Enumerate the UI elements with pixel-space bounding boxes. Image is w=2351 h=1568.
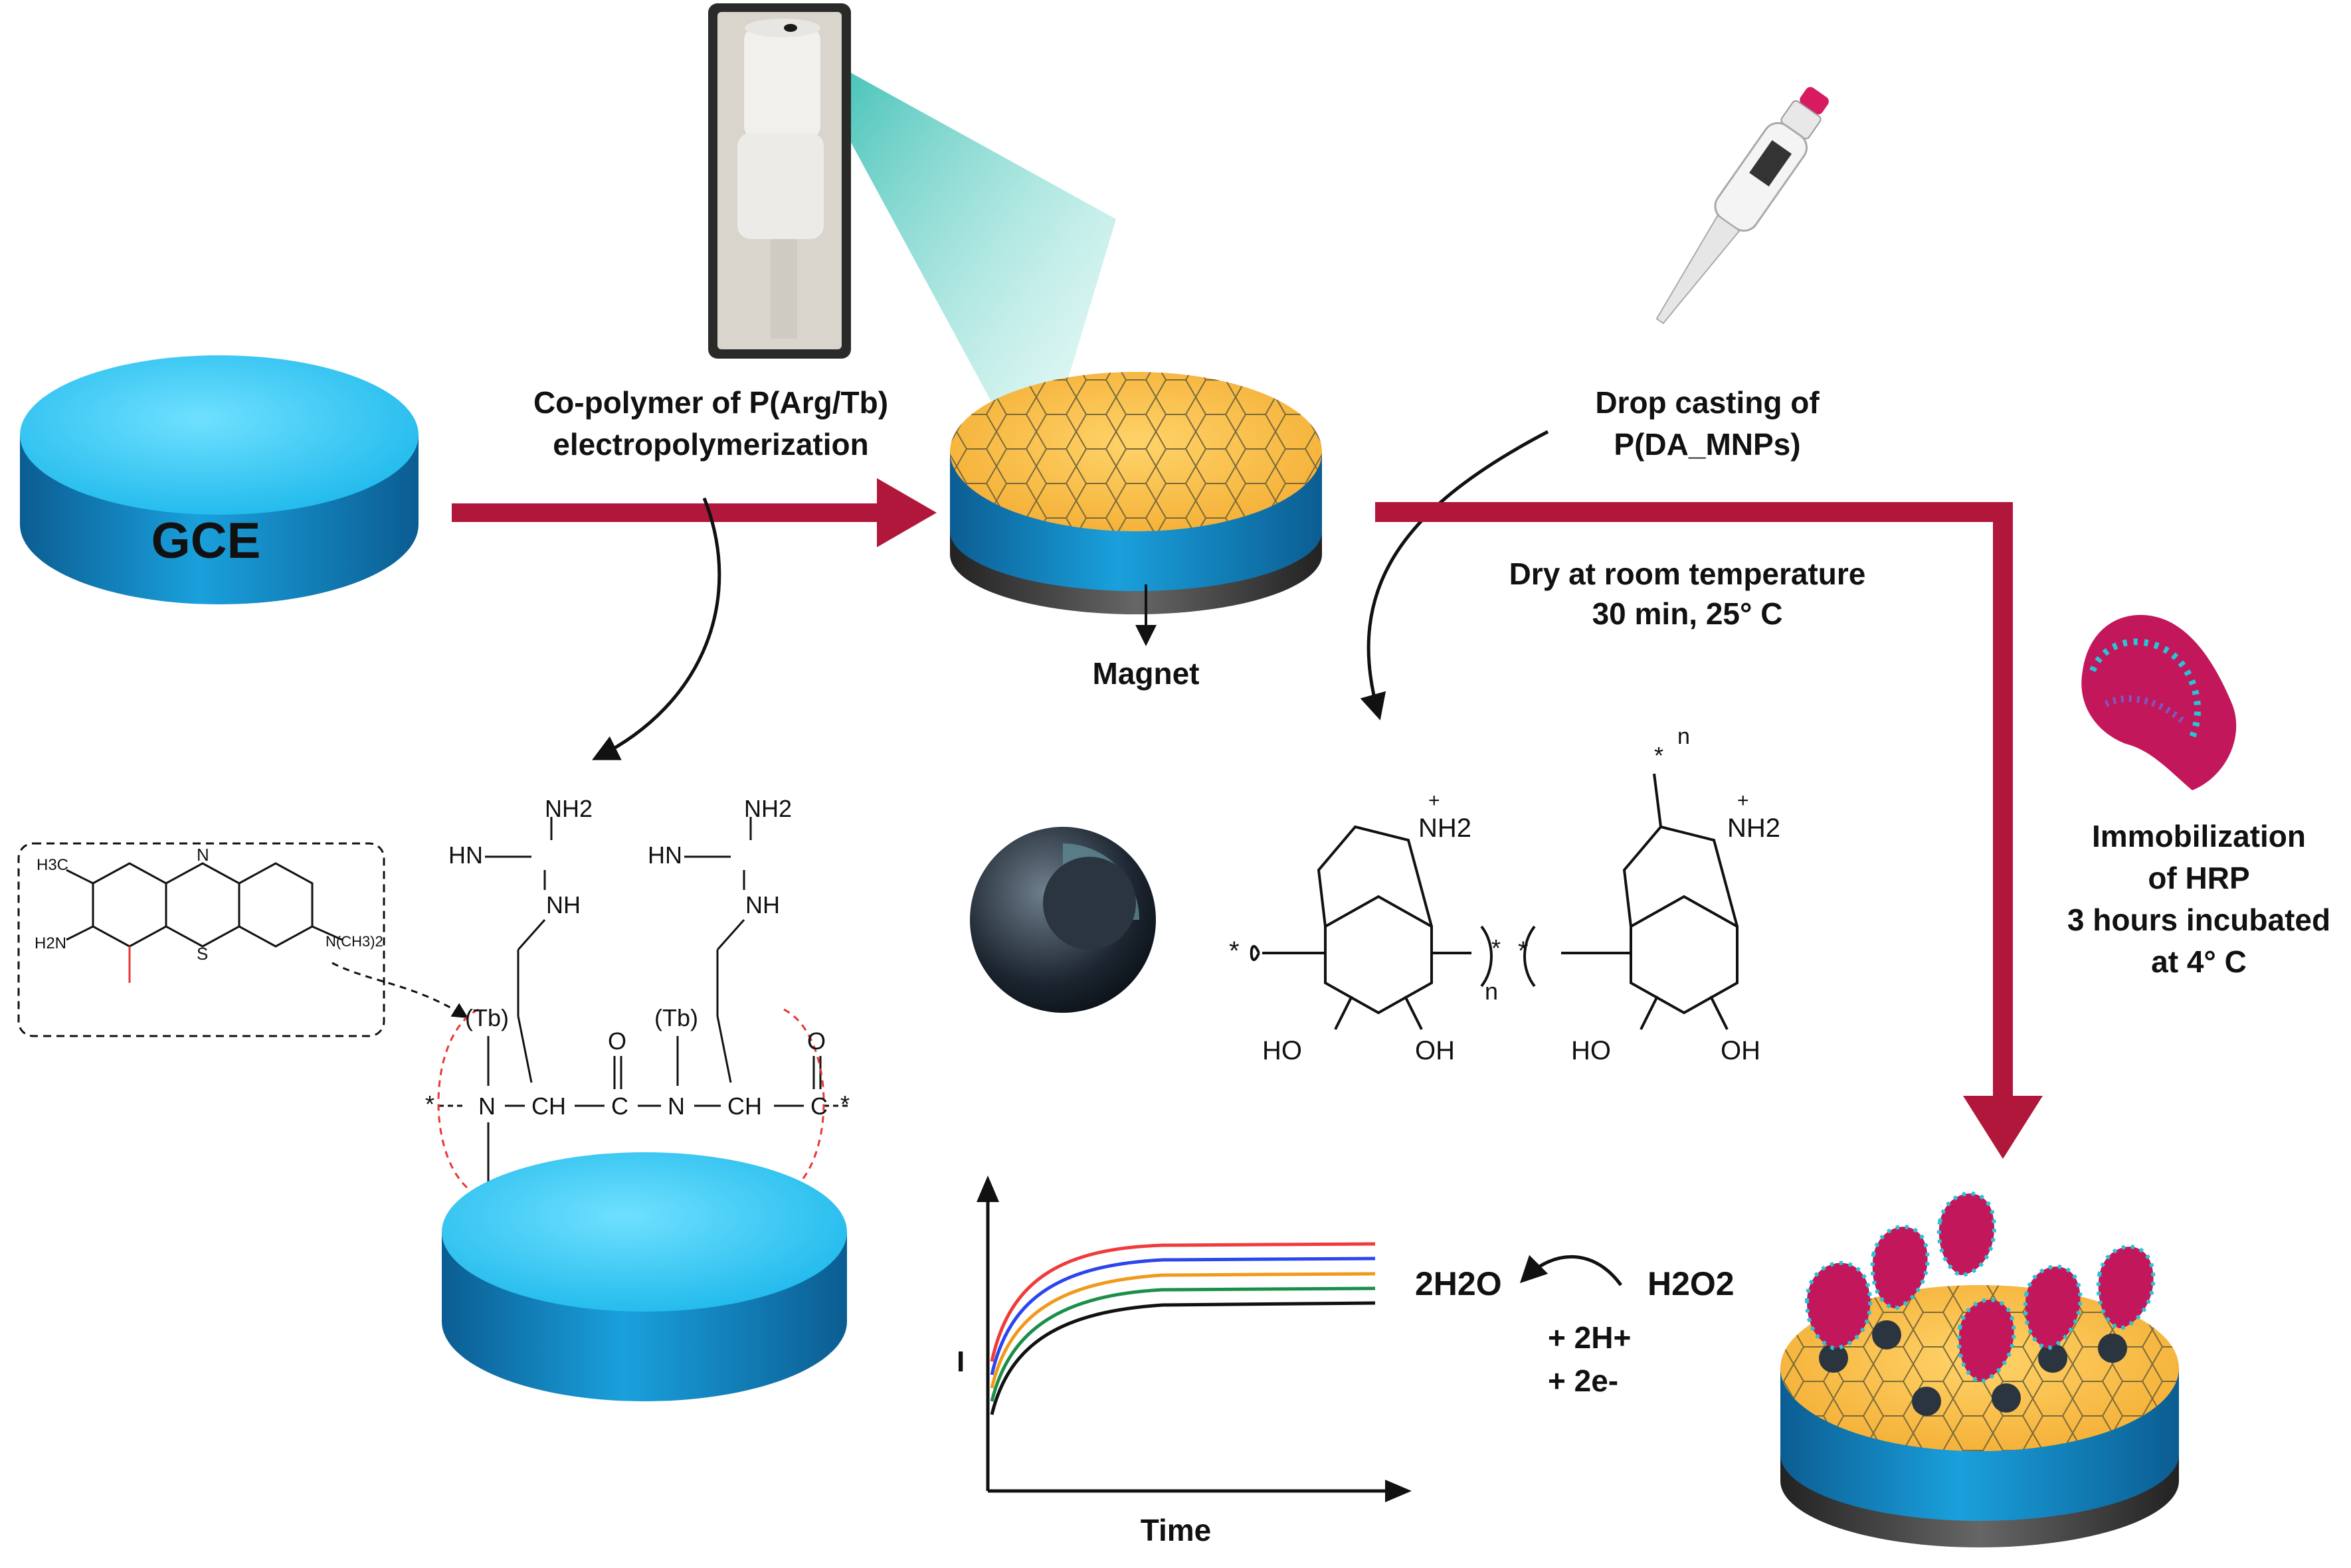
- svg-text:+ 2e-: + 2e-: [1548, 1363, 1618, 1398]
- svg-text:CH: CH: [727, 1092, 762, 1120]
- x-axis-label: Time: [1141, 1513, 1212, 1547]
- svg-text:H2O2: H2O2: [1647, 1265, 1735, 1302]
- svg-text:*: *: [425, 1090, 434, 1118]
- svg-text:NH: NH: [745, 891, 780, 918]
- svg-text:n: n: [1677, 724, 1690, 749]
- svg-text:*: *: [1654, 742, 1663, 769]
- svg-text:N(CH3)2: N(CH3)2: [326, 933, 383, 950]
- arginine-labels: NH2 HN NH NH2 HN NH (Tb) (Tb) O O * N CH…: [425, 795, 850, 1120]
- svg-text:NH2: NH2: [1418, 814, 1471, 843]
- svg-text:n: n: [1485, 978, 1498, 1005]
- svg-text:*: *: [1518, 936, 1529, 966]
- svg-text:OH: OH: [1721, 1036, 1760, 1065]
- curved-arrow-2: [1360, 430, 1549, 721]
- svg-text:H2N: H2N: [35, 934, 66, 952]
- step2-label: Drop casting of P(DA_MNPs): [1595, 385, 1820, 462]
- svg-text:*: *: [840, 1090, 850, 1118]
- svg-text:3 hours incubated: 3 hours incubated: [2067, 903, 2330, 937]
- svg-text:(Tb): (Tb): [654, 1004, 698, 1031]
- svg-text:*: *: [1491, 934, 1501, 962]
- bare-electrode-bottom: [442, 1152, 847, 1401]
- toluidine-blue-structure: H3C H2N N S N(CH3)2: [17, 842, 469, 1037]
- curve-black: [990, 1301, 1376, 1415]
- curve-red: [990, 1242, 1376, 1362]
- svg-text:electropolymerization: electropolymerization: [553, 427, 868, 462]
- magnet-label: Magnet: [1093, 656, 1200, 691]
- svg-text:+ 2H+: + 2H+: [1548, 1320, 1631, 1355]
- curved-arrow-1: [592, 497, 721, 760]
- final-biosensor: [1780, 1191, 2179, 1547]
- dry-label: Dry at room temperature 30 min, 25° C: [1509, 557, 1866, 631]
- svg-text:Dry at room temperature: Dry at room temperature: [1509, 557, 1866, 591]
- svg-text:2H2O: 2H2O: [1415, 1265, 1502, 1302]
- arginine-polymer-structure: [437, 817, 850, 1197]
- svg-text:HN: HN: [448, 841, 483, 869]
- curve-orange: [990, 1272, 1376, 1389]
- svg-text:(Tb): (Tb): [465, 1004, 509, 1031]
- svg-text:+: +: [1737, 790, 1749, 812]
- hrp-enzyme-icon: [2081, 614, 2237, 790]
- svg-text:Co-polymer of P(Arg/Tb): Co-polymer of P(Arg/Tb): [533, 385, 888, 420]
- svg-text:H3C: H3C: [37, 856, 68, 874]
- svg-text:NH2: NH2: [545, 795, 593, 822]
- polydopamine-labels: NH2 + HO OH * n * * NH2 + HO OH * n: [1229, 724, 1780, 1065]
- svg-text:O: O: [608, 1027, 626, 1055]
- svg-text:CH: CH: [531, 1092, 566, 1120]
- electrode-holder-photo: [708, 3, 1116, 485]
- magnetic-nanoparticle-icon: [970, 827, 1156, 1013]
- gce-label: GCE: [151, 513, 261, 569]
- svg-text:Drop casting of: Drop casting of: [1595, 385, 1820, 420]
- svg-text:Immobilization: Immobilization: [2092, 819, 2306, 853]
- modified-electrode: Magnet: [950, 372, 1322, 691]
- reaction-scheme: 2H2O H2O2 + 2H+ + 2e-: [1415, 1255, 1735, 1398]
- svg-text:O: O: [807, 1027, 826, 1055]
- svg-text:C: C: [810, 1092, 828, 1120]
- response-chart: I Time: [957, 1176, 1412, 1547]
- svg-text:P(DA_MNPs): P(DA_MNPs): [1614, 427, 1800, 462]
- svg-text:C: C: [611, 1092, 628, 1120]
- svg-text:OH: OH: [1415, 1036, 1455, 1065]
- svg-text:NH2: NH2: [1727, 814, 1780, 843]
- y-axis-label: I: [957, 1346, 965, 1378]
- pipette-icon: [1655, 87, 1829, 325]
- svg-text:HO: HO: [1571, 1036, 1611, 1065]
- svg-text:N: N: [668, 1092, 685, 1120]
- process-arrow-2: [1375, 502, 2043, 1159]
- svg-text:N: N: [478, 1092, 496, 1120]
- svg-text:+: +: [1428, 790, 1440, 812]
- svg-text:*: *: [1229, 936, 1240, 966]
- step1-label: Co-polymer of P(Arg/Tb) electropolymeriz…: [533, 385, 888, 462]
- polydopamine-structure: [1250, 773, 1739, 1030]
- svg-text:30 min, 25° C: 30 min, 25° C: [1592, 596, 1783, 631]
- process-arrow-1: [452, 478, 937, 547]
- svg-text:of HRP: of HRP: [2148, 861, 2249, 895]
- svg-text:NH: NH: [546, 891, 581, 918]
- curve-blue: [990, 1257, 1376, 1375]
- svg-text:S: S: [197, 944, 208, 964]
- svg-text:NH2: NH2: [744, 795, 792, 822]
- gce-electrode: GCE: [20, 355, 419, 604]
- step3-label: Immobilization of HRP 3 hours incubated …: [2067, 819, 2330, 979]
- svg-text:HN: HN: [648, 841, 682, 869]
- svg-text:at 4° C: at 4° C: [2151, 944, 2247, 979]
- svg-text:HO: HO: [1262, 1036, 1302, 1065]
- svg-text:N: N: [197, 845, 209, 865]
- curve-green: [990, 1286, 1376, 1402]
